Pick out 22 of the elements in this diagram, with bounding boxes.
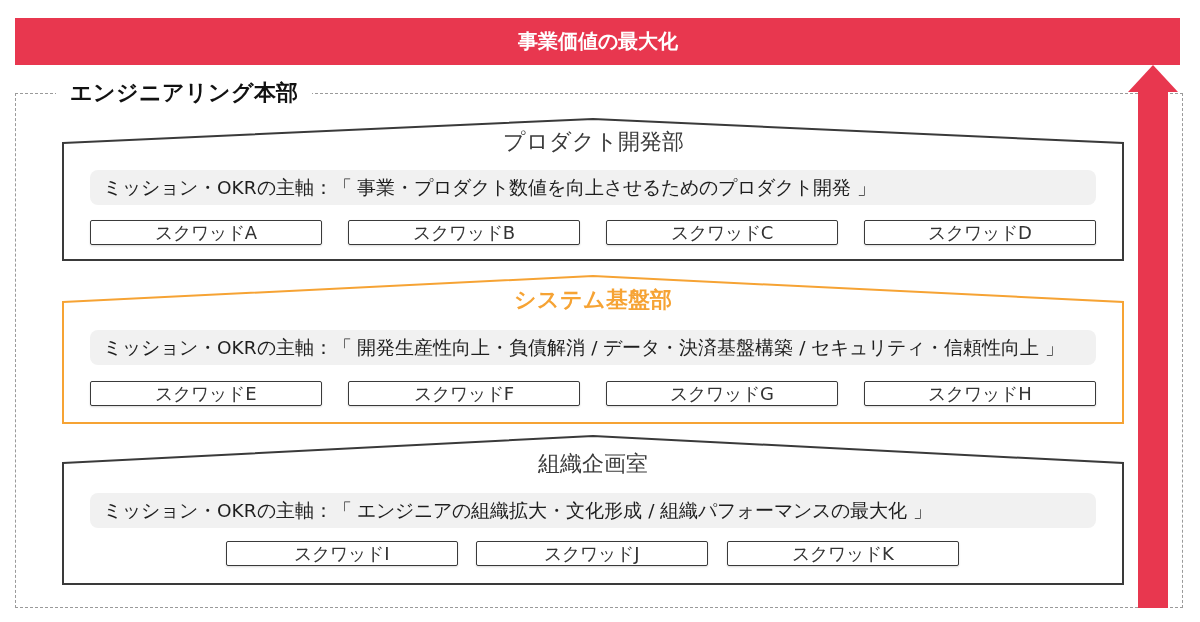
mission-banner: ミッション・OKRの主軸：「 開発生産性向上・負債解消 / データ・決済基盤構築 / セキュリティ・信頼性向上 」 (90, 330, 1096, 365)
goal-banner: 事業価値の最大化 (15, 18, 1180, 65)
squad-card: スクワッドJ (476, 541, 708, 566)
squad-card: スクワッドC (606, 220, 838, 245)
squad-card: スクワッドE (90, 381, 322, 406)
department-title: 組織企画室 (538, 450, 648, 478)
department-title: プロダクト開発部 (502, 128, 684, 156)
department-title: システム基盤部 (514, 286, 672, 314)
squad-card: スクワッドB (348, 220, 580, 245)
squad-card: スクワッドI (226, 541, 458, 566)
squad-card: スクワッドG (606, 381, 838, 406)
department-panel (62, 275, 1124, 424)
squad-card: スクワッドF (348, 381, 580, 406)
squad-card: スクワッドK (727, 541, 959, 566)
mission-banner: ミッション・OKRの主軸：「 エンジニアの組織拡大・文化形成 / 組織パフォーマンスの最大化 」 (90, 493, 1096, 528)
squad-card: スクワッドD (864, 220, 1096, 245)
department-panel (62, 118, 1124, 261)
squad-card: スクワッドH (864, 381, 1096, 406)
squad-card: スクワッドA (90, 220, 322, 245)
arrow (1128, 65, 1178, 608)
department-panel (62, 435, 1124, 585)
mission-banner: ミッション・OKRの主軸：「 事業・プロダクト数値を向上させるためのプロダクト開発 」 (90, 170, 1096, 205)
